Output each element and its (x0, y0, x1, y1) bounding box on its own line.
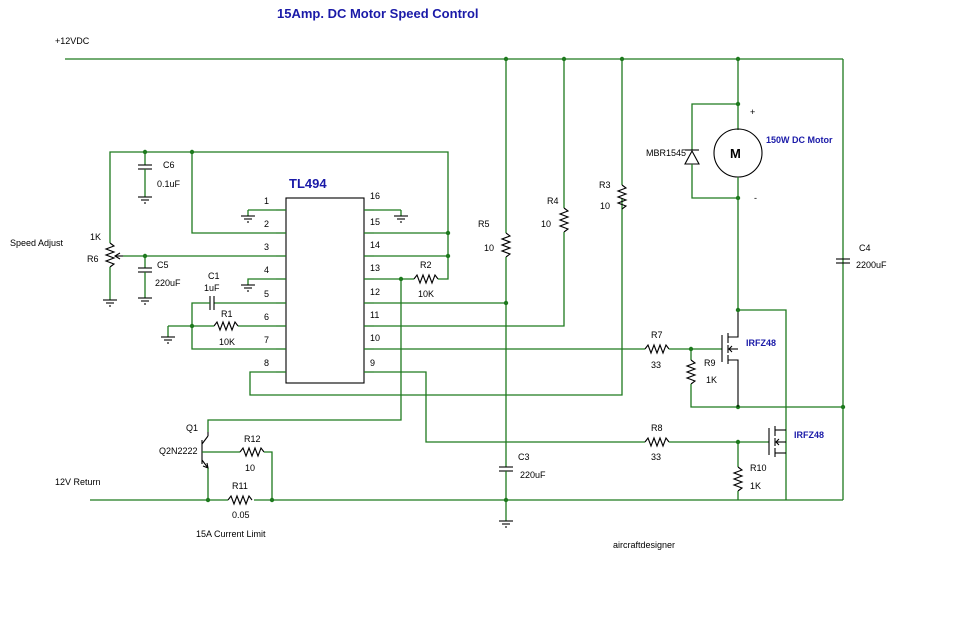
mosfet-bottom-part: IRFZ48 (794, 430, 824, 440)
pin-11: 11 (370, 310, 379, 320)
transistor-q1: Q1 Q2N2222 (159, 423, 240, 500)
pin-10: 10 (370, 333, 380, 343)
resistor-r5: R5 10 (478, 59, 512, 467)
r12-value: 10 (245, 463, 255, 473)
resistor-r7: R7 33 (644, 330, 670, 370)
credit-note: aircraftdesigner (613, 540, 675, 550)
c5-value: 220uF (155, 278, 181, 288)
pin-5: 5 (264, 289, 269, 299)
c3-value: 220uF (520, 470, 546, 480)
r10-value: 1K (750, 481, 761, 491)
pin-6: 6 (264, 312, 269, 322)
r7-ref: R7 (651, 330, 663, 340)
ground-symbol (241, 278, 276, 292)
r9-ref: R9 (704, 358, 716, 368)
mosfet-top-part: IRFZ48 (746, 338, 776, 348)
resistor-r8: R8 33 (644, 423, 670, 462)
resistor-r9: R9 1K (685, 349, 843, 408)
q1-ref: Q1 (186, 423, 198, 433)
current-limit-note: 15A Current Limit (196, 529, 266, 539)
resistor-r1: R1 10K (161, 309, 276, 347)
capacitor-c3: C3 220uF (499, 452, 546, 528)
r11-value: 0.05 (232, 510, 250, 520)
ground-symbol (374, 209, 408, 223)
pin-14: 14 (370, 240, 380, 250)
r8-value: 33 (651, 452, 661, 462)
capacitor-c5: C5 220uF (138, 256, 181, 305)
pin-3: 3 (264, 242, 269, 252)
r3-ref: R3 (599, 180, 611, 190)
c6-value: 0.1uF (157, 179, 181, 189)
c3-ref: C3 (518, 452, 530, 462)
c1-ref: C1 (208, 271, 220, 281)
pin-13: 13 (370, 263, 380, 273)
return-label: 12V Return (55, 477, 101, 487)
q1-part: Q2N2222 (159, 446, 198, 456)
pin-7: 7 (264, 335, 269, 345)
pin-16: 16 (370, 191, 380, 201)
pin-4: 4 (264, 265, 269, 275)
supply-label: +12VDC (55, 36, 90, 46)
r5-value: 10 (484, 243, 494, 253)
c1-value: 1uF (204, 283, 220, 293)
diagram-title: 15Amp. DC Motor Speed Control (277, 6, 479, 21)
mosfet-q-top: IRFZ48 (721, 310, 776, 407)
r5-ref: R5 (478, 219, 490, 229)
c4-ref: C4 (859, 243, 871, 253)
motor-m1: M 150W DC Motor + - (713, 107, 833, 203)
mosfet-q-bottom: IRFZ48 (768, 426, 824, 457)
motor-plus: + (750, 107, 755, 117)
resistor-r3: R3 10 (599, 59, 628, 211)
motor-minus: - (754, 193, 757, 203)
speed-adjust-label: Speed Adjust (10, 238, 64, 248)
r3-value: 10 (600, 201, 610, 211)
r6-ref: R6 (87, 254, 99, 264)
c5-ref: C5 (157, 260, 169, 270)
resistor-r12: R12 10 (239, 434, 273, 500)
r11-ref: R11 (232, 481, 248, 491)
motor-symbol: M (730, 146, 741, 161)
capacitor-c4: C4 2200uF (836, 243, 887, 270)
pin-2: 2 (264, 219, 269, 229)
r10-ref: R10 (750, 463, 767, 473)
ground-symbol (241, 209, 276, 223)
r8-ref: R8 (651, 423, 663, 433)
pin-9: 9 (370, 358, 375, 368)
capacitor-c6: C6 0.1uF (138, 151, 192, 204)
resistor-r4: R4 10 (374, 59, 570, 327)
motor-label: 150W DC Motor (766, 135, 833, 145)
tl494-ic: TL494 1 2 3 4 5 6 7 8 16 15 14 13 12 11 … (264, 176, 380, 384)
pin-12: 12 (370, 287, 380, 297)
r7-value: 33 (651, 360, 661, 370)
c4-value: 2200uF (856, 260, 887, 270)
pin-8: 8 (264, 358, 269, 368)
r4-value: 10 (541, 219, 551, 229)
r2-ref: R2 (420, 260, 432, 270)
diode-part: MBR1545 (646, 148, 686, 158)
r9-value: 1K (706, 375, 717, 385)
r1-value: 10K (219, 337, 235, 347)
resistor-r11: R11 0.05 (227, 481, 254, 520)
ic-name: TL494 (289, 176, 327, 191)
resistor-r2: R2 10K (374, 260, 439, 299)
r6-value: 1K (90, 232, 101, 242)
r1-ref: R1 (221, 309, 233, 319)
potentiometer-r6: 1K R6 Speed Adjust (10, 151, 145, 307)
r12-ref: R12 (244, 434, 261, 444)
r2-value: 10K (418, 289, 434, 299)
pin-1: 1 (264, 196, 269, 206)
resistor-r10: R10 1K (732, 442, 767, 500)
pin-15: 15 (370, 217, 380, 227)
return-rail: 12V Return (55, 477, 843, 501)
c6-ref: C6 (163, 160, 175, 170)
diode-d1: MBR1545 (646, 103, 738, 199)
r4-ref: R4 (547, 196, 559, 206)
capacitor-c1: C1 1uF (191, 271, 276, 326)
supply-rail: +12VDC (55, 36, 844, 500)
